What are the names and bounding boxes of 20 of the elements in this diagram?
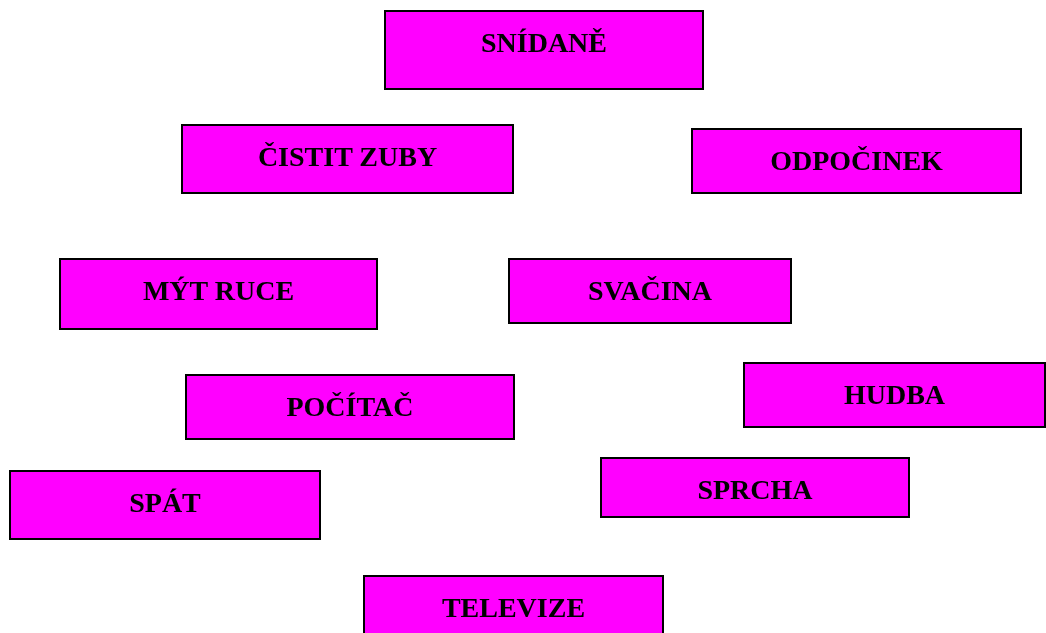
activity-label: ČISTIT ZUBY [257, 140, 438, 174]
activity-box [743, 362, 1046, 428]
activity-box [185, 374, 515, 440]
activity-box [508, 258, 792, 324]
activity-label: SNÍDANĚ [481, 26, 607, 60]
activity-box [691, 128, 1022, 194]
activity-label: MÝT RUCE [142, 274, 295, 308]
activity-label: SPÁT [129, 486, 201, 520]
activity-box [600, 457, 910, 518]
activity-label: TELEVIZE [441, 591, 586, 625]
activity-label: SPRCHA [697, 473, 813, 507]
activity-box [181, 124, 514, 194]
activity-label: HUDBA [843, 378, 946, 412]
activity-box [9, 470, 321, 540]
activity-box [384, 10, 704, 90]
activity-box [59, 258, 378, 330]
activity-label: ODPOČINEK [770, 144, 943, 178]
activity-label: POČÍTAČ [286, 390, 414, 424]
activity-box [363, 575, 664, 633]
activity-label: SVAČINA [588, 274, 712, 308]
